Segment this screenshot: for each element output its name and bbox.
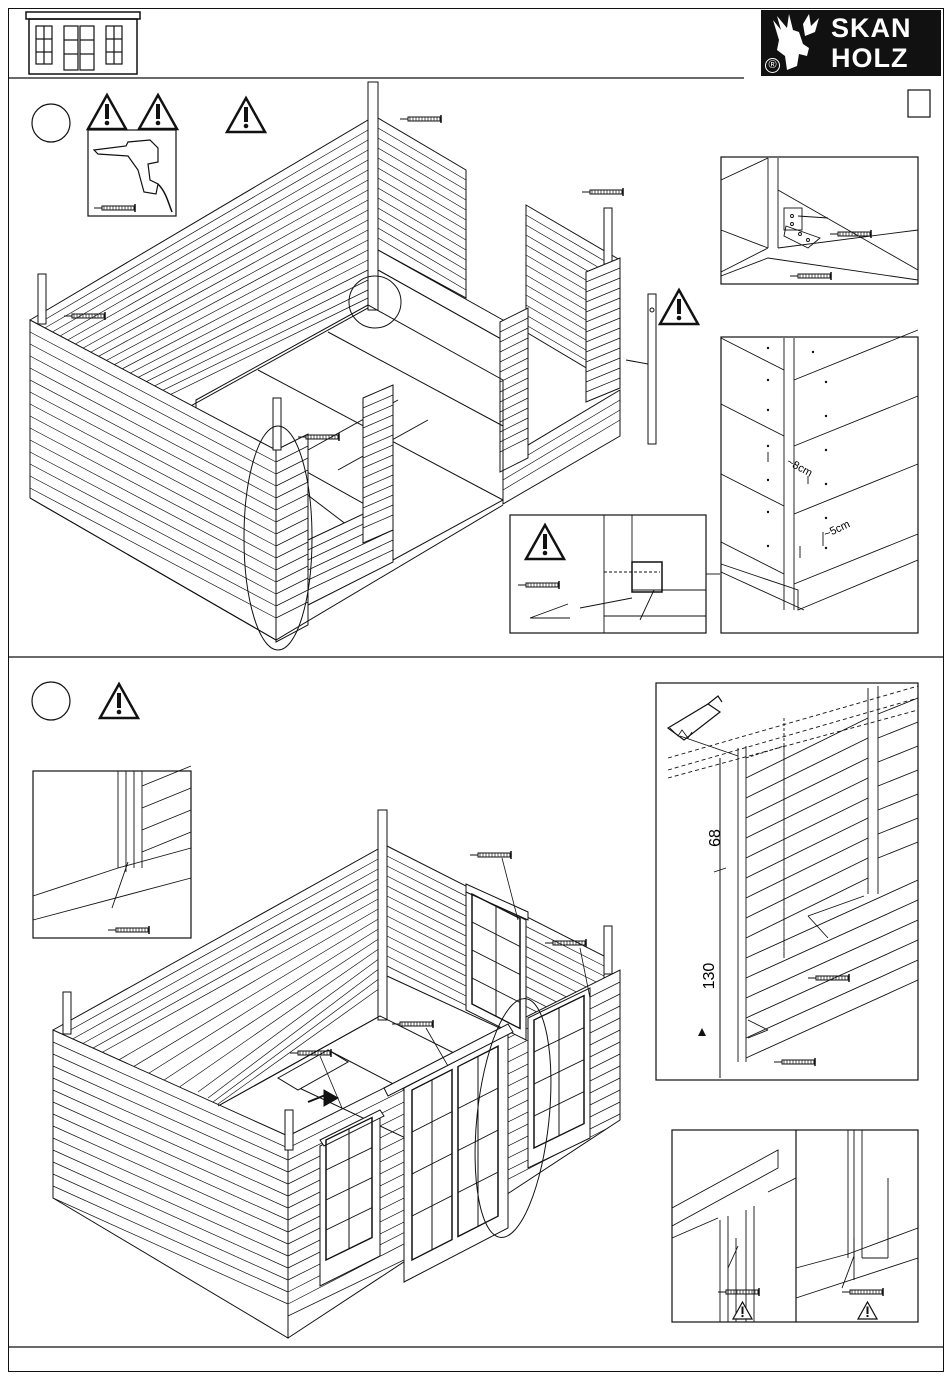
step1-drawing: ~8cm ~5cm <box>8 80 944 658</box>
header-rule <box>8 8 748 80</box>
warning-triangle-icon <box>227 98 265 132</box>
step2-drawing: 68 130 <box>8 658 944 1348</box>
detail-corner-box <box>510 515 720 633</box>
screw-icon <box>470 851 511 859</box>
detail-spacing-box <box>721 330 918 633</box>
screw-icon <box>582 188 623 196</box>
step2-panel: 68 130 <box>8 658 944 1348</box>
step2-number-circle <box>32 682 70 720</box>
step1-number-circle <box>32 104 70 142</box>
brand-word-skan: SKAN <box>831 14 912 42</box>
warning-triangle-icon <box>100 684 138 718</box>
house-thumbnail-icon <box>26 12 140 74</box>
dim-label-lower: 130 <box>701 963 718 990</box>
detail-post-box <box>33 766 191 938</box>
detail-cut-box <box>656 683 918 1080</box>
detail-bracket-box <box>721 157 918 284</box>
detail-trim-box <box>672 1130 918 1322</box>
screw-icon <box>392 1020 433 1028</box>
registered-mark: ® <box>765 58 780 73</box>
warning-triangle-icon <box>660 290 698 324</box>
warning-triangle-icon <box>88 95 126 129</box>
screw-icon <box>400 115 441 123</box>
brand-logo: SKAN HOLZ ® <box>761 10 941 76</box>
warning-triangle-icon <box>139 95 177 129</box>
dim-label-upper: 68 <box>707 829 724 847</box>
footer-strip <box>8 1348 944 1372</box>
brand-word-holz: HOLZ <box>831 44 909 72</box>
page-marker-box <box>908 90 930 117</box>
step1-panel: ~8cm ~5cm <box>8 80 944 658</box>
